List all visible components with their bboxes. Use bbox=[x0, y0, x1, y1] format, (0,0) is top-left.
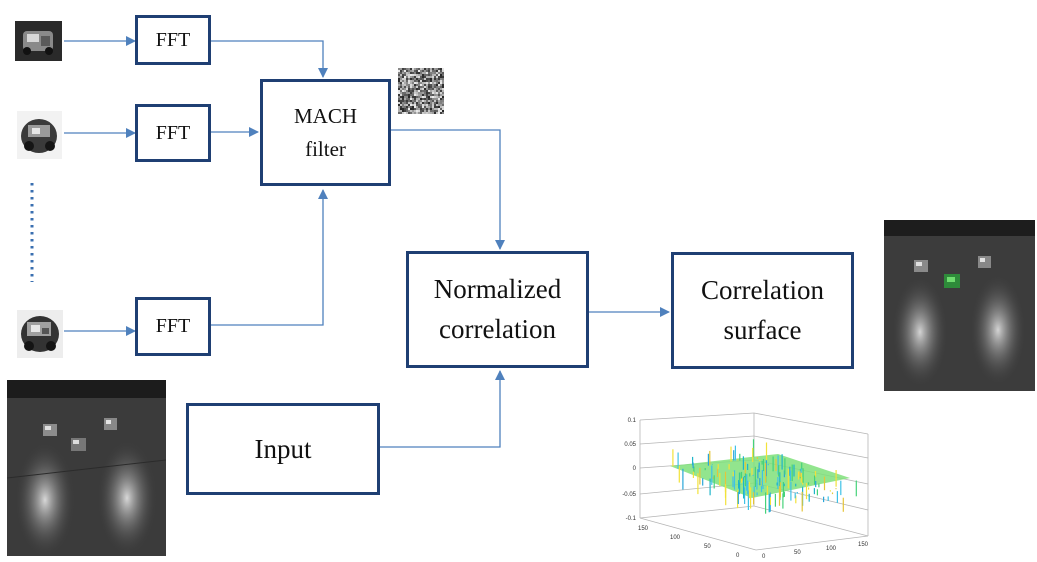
arrow-mach-to-norm bbox=[391, 129, 505, 250]
z-tick: 0.05 bbox=[624, 442, 636, 448]
mach-filter-label: MACH filter bbox=[293, 103, 357, 161]
arrow-input-to-norm bbox=[380, 370, 505, 448]
y-tick: 50 bbox=[794, 550, 801, 556]
arrow-fft3-to-mach bbox=[211, 189, 328, 326]
z-tick-labels: 0.1 0.05 0 -0.05 -0.1 bbox=[622, 418, 636, 522]
y-tick: 0 bbox=[762, 554, 766, 560]
z-tick: 0.1 bbox=[628, 418, 637, 424]
fft-label-1: FFT bbox=[155, 28, 191, 51]
output-scene-image bbox=[884, 220, 1035, 391]
x-tick: 50 bbox=[704, 544, 711, 550]
x-tick-labels: 150 100 50 0 bbox=[638, 526, 740, 559]
z-tick: -0.1 bbox=[626, 516, 637, 522]
x-tick: 0 bbox=[736, 553, 740, 559]
x-tick: 100 bbox=[670, 535, 681, 541]
mach-filter-image bbox=[398, 68, 444, 114]
normalized-correlation-block: Normalized correlation bbox=[406, 251, 589, 368]
training-image-1 bbox=[15, 21, 62, 61]
fft-block-3: FFT bbox=[135, 297, 211, 356]
normalized-correlation-label: Normalized correlation bbox=[433, 274, 562, 344]
correlation-surface-plot: 0.1 0.05 0 -0.05 -0.1 150 100 50 0 0 50 … bbox=[618, 408, 880, 560]
training-image-2 bbox=[17, 111, 62, 159]
input-block: Input bbox=[186, 403, 380, 495]
fft-block-2: FFT bbox=[135, 104, 211, 162]
z-tick: -0.05 bbox=[622, 492, 636, 498]
correlation-surface-label: Correlation surface bbox=[701, 275, 824, 345]
mach-filter-block: MACH filter bbox=[260, 79, 391, 186]
arrow-fft1-to-mach bbox=[211, 40, 328, 78]
input-label: Input bbox=[254, 433, 312, 464]
fft-label-3: FFT bbox=[155, 315, 191, 337]
input-scene-image bbox=[7, 380, 166, 556]
y-tick: 100 bbox=[826, 546, 837, 552]
fft-label-2: FFT bbox=[155, 121, 191, 144]
correlation-surface-block: Correlation surface bbox=[671, 252, 854, 369]
z-tick: 0 bbox=[633, 466, 637, 472]
fft-block-1: FFT bbox=[135, 15, 211, 65]
y-tick: 150 bbox=[858, 542, 869, 548]
x-tick: 150 bbox=[638, 526, 649, 532]
training-image-3 bbox=[17, 310, 63, 358]
y-tick-labels: 0 50 100 150 bbox=[762, 542, 869, 560]
